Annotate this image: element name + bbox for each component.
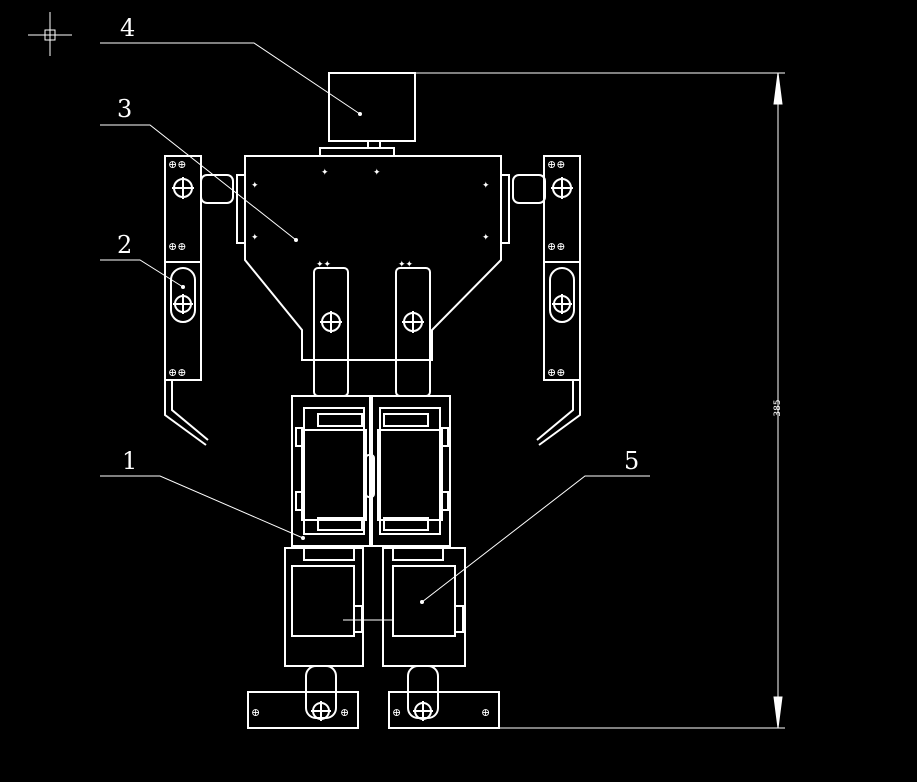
torso-bolts: ✦ ✦ ✦ ✦ ✦ ✦ ✦✦ ✦✦ [251,168,490,270]
label-part-5: 5 [624,447,639,475]
left-arm [164,155,234,446]
svg-text:⊕⊕: ⊕⊕ [168,240,186,253]
svg-text:✦: ✦ [482,233,490,243]
left-foot [247,665,359,729]
svg-text:✦: ✦ [321,168,329,178]
right-lower-leg [382,547,466,667]
label-part-3: 3 [117,95,132,123]
svg-text:✦: ✦ [482,181,490,191]
height-dimension-line [415,72,785,729]
svg-text:✦✦: ✦✦ [398,260,414,270]
svg-text:⊕⊕: ⊕⊕ [168,366,186,379]
svg-text:⊕⊕: ⊕⊕ [547,240,565,253]
label-part-1: 1 [122,447,137,475]
svg-text:✦: ✦ [251,233,259,243]
right-foot [388,665,500,729]
right-arm [512,155,581,446]
svg-text:✦✦: ✦✦ [316,260,332,270]
svg-text:⊕⊕: ⊕⊕ [547,366,565,379]
right-hip-link [395,267,431,397]
svg-text:✦: ✦ [373,168,381,178]
head-box [319,72,416,157]
svg-text:⊕⊕: ⊕⊕ [168,158,186,171]
label-part-4: 4 [120,14,135,42]
svg-text:⊕: ⊕ [340,706,349,719]
svg-text:⊕: ⊕ [251,706,260,719]
crosshair-cursor-icon [28,12,72,56]
torso-plate [236,155,510,361]
svg-text:✦: ✦ [251,181,259,191]
left-hip-link [313,267,349,397]
pelvis-frame [291,395,451,547]
svg-text:⊕⊕: ⊕⊕ [547,158,565,171]
svg-text:⊕: ⊕ [481,706,490,719]
svg-text:⊕: ⊕ [392,706,401,719]
left-lower-leg [284,547,364,667]
label-part-2: 2 [117,231,132,259]
leader-lines [100,42,650,603]
height-dimension-text: 385 [773,399,783,416]
